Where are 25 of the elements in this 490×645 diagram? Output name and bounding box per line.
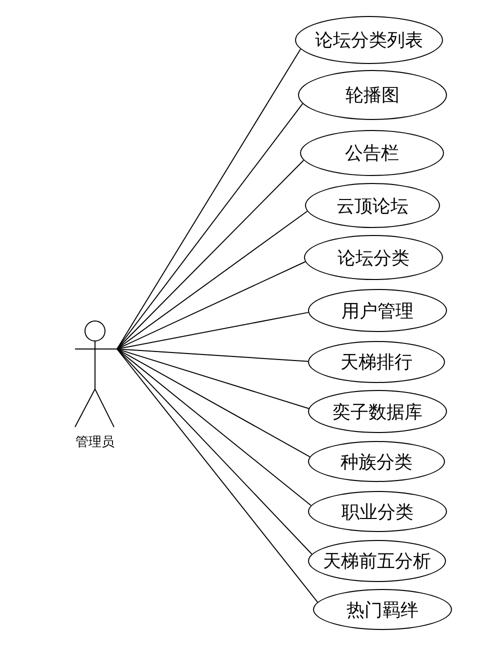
use-case-ellipse: 奕子数据库 xyxy=(308,390,447,433)
use-case-ellipse: 种族分类 xyxy=(308,441,445,482)
use-case-ellipse: 公告栏 xyxy=(300,130,444,176)
use-case-ellipse: 职业分类 xyxy=(308,491,447,532)
use-case-ellipse: 热门羁绊 xyxy=(313,589,452,630)
use-case-ellipse: 论坛分类 xyxy=(304,235,443,280)
use-case-ellipse: 用户管理 xyxy=(308,289,447,332)
association-line xyxy=(116,103,304,350)
association-line xyxy=(116,261,306,350)
use-case-ellipse: 云顶论坛 xyxy=(305,183,440,228)
use-case-ellipse: 天梯排行 xyxy=(308,341,445,383)
use-case-ellipse: 论坛分类列表 xyxy=(295,16,443,64)
association-line xyxy=(116,348,310,409)
association-line xyxy=(116,348,312,506)
actor-label: 管理员 xyxy=(74,433,116,451)
use-case-ellipse: 轮播图 xyxy=(298,70,447,120)
association-line xyxy=(116,48,302,350)
use-case-ellipse: 天梯前五分析 xyxy=(308,540,446,582)
association-line xyxy=(116,348,318,603)
association-line xyxy=(116,348,309,362)
association-line xyxy=(116,312,309,350)
association-line xyxy=(116,348,310,458)
association-line xyxy=(116,160,304,350)
association-line xyxy=(116,210,308,350)
association-line xyxy=(116,348,312,555)
